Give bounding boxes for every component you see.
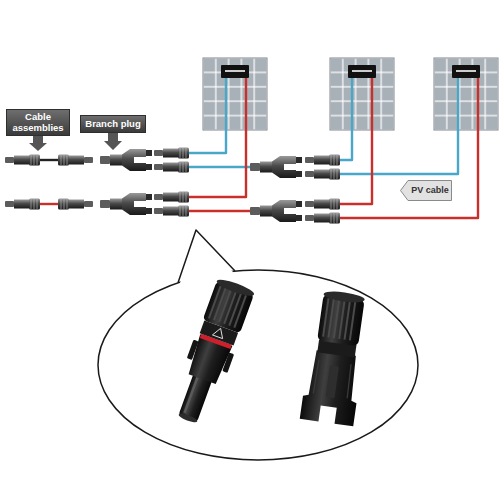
nut-ridge bbox=[234, 295, 246, 327]
blue-cable bbox=[189, 166, 250, 168]
junction-mark bbox=[352, 70, 372, 72]
mc4-connector bbox=[58, 199, 93, 210]
mc4-connector bbox=[305, 169, 340, 180]
nut-ridge bbox=[224, 292, 236, 324]
latch-line bbox=[313, 360, 352, 399]
label-box: Branch plug bbox=[80, 115, 146, 133]
mc4-connector bbox=[154, 162, 189, 173]
red-cable bbox=[189, 210, 250, 212]
label-text: Branch plug bbox=[85, 119, 140, 129]
solar-panel bbox=[330, 58, 394, 130]
mc4-connector bbox=[58, 155, 93, 166]
red-cable bbox=[189, 78, 246, 197]
bubble-tail bbox=[178, 230, 235, 283]
nut-ridge bbox=[219, 290, 231, 322]
mc4-connector bbox=[305, 213, 340, 224]
arrow-shape bbox=[401, 181, 452, 201]
red-cable bbox=[340, 78, 372, 204]
mc4-connector bbox=[5, 155, 40, 166]
nut-ridge bbox=[350, 302, 355, 340]
nut-ridge bbox=[334, 300, 339, 338]
nut-ridge bbox=[229, 294, 241, 326]
nut-ridge bbox=[214, 288, 226, 320]
nut-top bbox=[215, 277, 255, 299]
blue-cable bbox=[340, 78, 352, 160]
connector-housing bbox=[300, 349, 363, 426]
label-text: Cable assemblies bbox=[10, 112, 66, 133]
panel-face bbox=[434, 58, 498, 130]
panel-face bbox=[203, 58, 267, 130]
pin-end bbox=[178, 412, 198, 424]
black-cable bbox=[40, 159, 58, 161]
warning-symbol bbox=[212, 326, 225, 338]
blue-cable bbox=[340, 78, 458, 174]
nut-top bbox=[323, 290, 365, 305]
male-connector bbox=[167, 276, 257, 428]
mc4-connector bbox=[154, 148, 189, 159]
nut-ridge bbox=[328, 299, 333, 337]
branch-plug bbox=[100, 149, 152, 171]
branch-plug bbox=[250, 200, 302, 222]
pointer-arrow bbox=[29, 136, 47, 151]
pointer-arrow bbox=[104, 133, 122, 150]
mc4-connector bbox=[154, 206, 189, 217]
red-cable bbox=[340, 78, 478, 218]
latch-clip bbox=[187, 340, 199, 360]
latch-clip bbox=[222, 352, 234, 372]
solar-panel bbox=[434, 58, 498, 130]
panel-face bbox=[330, 58, 394, 130]
nut-ridge bbox=[323, 298, 328, 336]
junction-box bbox=[348, 65, 376, 78]
mc4-connector bbox=[5, 199, 40, 210]
label-text: PV cable bbox=[411, 186, 449, 196]
mc4-connector bbox=[305, 155, 340, 166]
callout-bubble bbox=[98, 270, 418, 460]
branch-plug bbox=[100, 193, 152, 215]
nut-ridge bbox=[344, 301, 349, 339]
female-connector bbox=[300, 289, 372, 427]
blue-cable bbox=[189, 78, 226, 153]
cable-group bbox=[40, 78, 478, 218]
junction-box bbox=[221, 65, 249, 78]
arrow-label-box: PV cable bbox=[400, 180, 452, 201]
nut-ridge bbox=[209, 286, 221, 318]
mc4-connector bbox=[305, 199, 340, 210]
junction-mark bbox=[456, 70, 476, 72]
junction-mark bbox=[225, 70, 245, 72]
nut-ridges bbox=[323, 298, 355, 340]
junction-box bbox=[452, 65, 480, 78]
mc4-connector bbox=[154, 192, 189, 203]
solar-panel bbox=[203, 58, 267, 130]
red-cable bbox=[40, 203, 58, 205]
branch-plug bbox=[250, 156, 302, 178]
label-box: Cable assemblies bbox=[6, 109, 70, 136]
nut-ridge bbox=[339, 301, 344, 339]
housing-slot bbox=[326, 365, 339, 398]
pin-highlight bbox=[183, 377, 198, 413]
